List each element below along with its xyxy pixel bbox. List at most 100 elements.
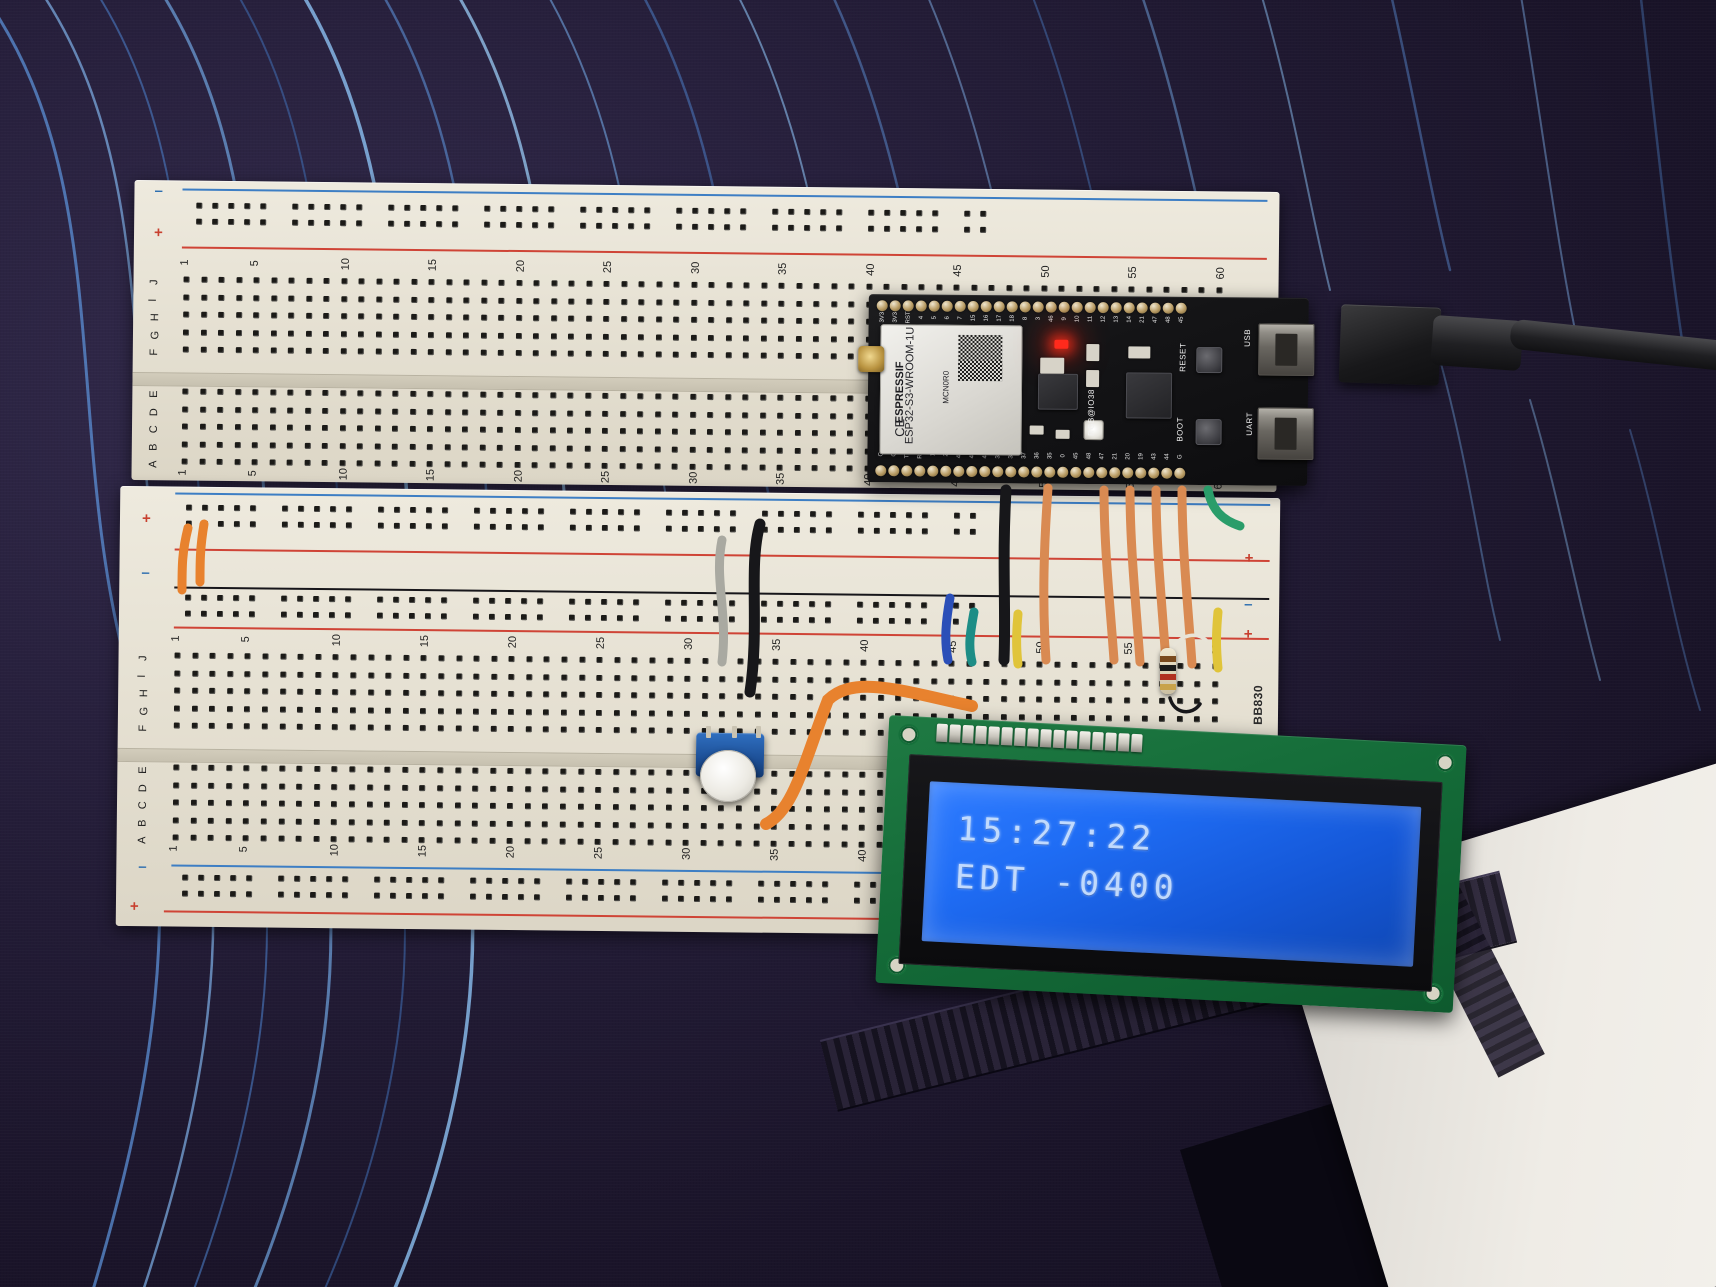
breadboard-hole (350, 689, 357, 696)
uart-port[interactable] (1257, 407, 1314, 460)
breadboard-hole (568, 614, 576, 621)
breadboard-hole (514, 392, 521, 399)
breadboard-hole (777, 600, 784, 607)
breadboard-hole (454, 767, 461, 774)
esp32-bottom-pin-header: GGTXRX1242414039383736350454847212019434… (875, 450, 1186, 479)
breadboard-hole (392, 348, 399, 355)
breadboard-hole (612, 207, 619, 214)
breadboard-hole (491, 655, 498, 662)
breadboard-hole (454, 802, 461, 809)
breadboard-hole (377, 596, 384, 603)
breadboard-hole (612, 821, 619, 828)
breadboard-hole (719, 675, 726, 682)
breadboard-hole (847, 412, 854, 420)
breadboard-hole (596, 206, 603, 213)
breadboard-hole (532, 409, 539, 416)
boot-button[interactable] (1195, 418, 1222, 446)
column-tick-35: 35 (776, 262, 789, 275)
reset-button[interactable] (1196, 346, 1223, 374)
breadboard-hole (560, 726, 567, 734)
breadboard-hole (329, 596, 336, 603)
breadboard-hole (578, 709, 585, 716)
breadboard-hole (207, 817, 215, 824)
breadboard-hole (342, 892, 349, 899)
breadboard-hole (339, 442, 346, 449)
breadboard-hole (753, 788, 760, 795)
breadboard-hole (876, 824, 883, 831)
breadboard-hole (526, 691, 533, 698)
row-letter-B: B (147, 442, 160, 451)
smd-resistor-2 (1055, 429, 1070, 439)
breadboard-hole (244, 723, 251, 730)
breadboard-hole (830, 335, 837, 342)
breadboard-hole (710, 896, 717, 903)
breadboard-hole (842, 694, 849, 701)
breadboard-hole (489, 597, 496, 604)
breadboard-hole (794, 447, 801, 454)
breadboard-hole (584, 462, 591, 469)
esp32-pin (1148, 467, 1160, 479)
breadboard-hole (384, 766, 391, 773)
rail-plus-sign-top: + (153, 224, 163, 242)
breadboard-hole (683, 728, 691, 735)
breadboard-hole (648, 727, 655, 734)
breadboard-hole (647, 804, 655, 811)
breadboard-hole (384, 784, 391, 791)
breadboard-hole (542, 838, 549, 845)
breadboard-hole (252, 329, 260, 336)
breadboard-hole (260, 800, 268, 807)
breadboard-hole (182, 329, 190, 336)
breadboard-hole (702, 658, 709, 665)
breadboard-hole (394, 506, 401, 513)
breadboard-hole (736, 711, 744, 718)
breadboard-hole (694, 879, 701, 887)
breadboard-hole (304, 442, 311, 449)
breadboard-hole (445, 349, 452, 356)
breadboard-hole (1159, 698, 1166, 705)
breadboard-hole (825, 659, 832, 666)
breadboard-hole (682, 840, 689, 847)
breadboard-hole (1106, 697, 1113, 704)
breadboard-hole (441, 523, 448, 530)
breadboard-hole (323, 295, 330, 302)
breadboard-hole (921, 602, 928, 609)
breadboard-hole (550, 332, 557, 339)
potentiometer-knob[interactable] (700, 750, 756, 802)
breadboard-hole (876, 807, 883, 814)
breadboard-hole (425, 597, 432, 604)
breadboard-hole (954, 512, 961, 519)
breadboard-hole (502, 877, 509, 885)
breadboard-hole (444, 443, 451, 450)
breadboard-hole (192, 652, 199, 659)
breadboard-hole (356, 204, 363, 211)
breadboard-hole (218, 276, 225, 283)
breadboard-hole (538, 508, 545, 515)
breadboard-hole (409, 425, 416, 432)
breadboard-hole (480, 314, 487, 321)
breadboard-hole (514, 427, 521, 434)
breadboard-hole (507, 768, 514, 775)
breadboard-hole (497, 409, 504, 416)
breadboard-hole (225, 817, 232, 824)
breadboard-hole (217, 594, 224, 602)
breadboard-hole (1018, 696, 1025, 703)
breadboard-hole (297, 653, 304, 660)
breadboard-hole (534, 894, 541, 901)
breadboard-hole (836, 209, 843, 216)
usb-port[interactable] (1258, 323, 1315, 376)
breadboard-hole (356, 220, 363, 227)
column-tick-5: 5 (246, 470, 259, 477)
breadboard-hole (251, 459, 258, 466)
breadboard-hole (841, 771, 848, 778)
breadboard-hole (404, 220, 411, 227)
breadboard-hole (913, 660, 920, 667)
breadboard-hole (384, 801, 391, 808)
breadboard-hole (1212, 680, 1219, 688)
breadboard-hole (857, 527, 864, 534)
breadboard-hole (310, 891, 317, 899)
esp32-pin (1174, 467, 1186, 479)
breadboard-hole (440, 613, 448, 620)
breadboard-hole (874, 511, 881, 518)
breadboard-hole (770, 823, 778, 830)
breadboard-hole (777, 394, 784, 401)
